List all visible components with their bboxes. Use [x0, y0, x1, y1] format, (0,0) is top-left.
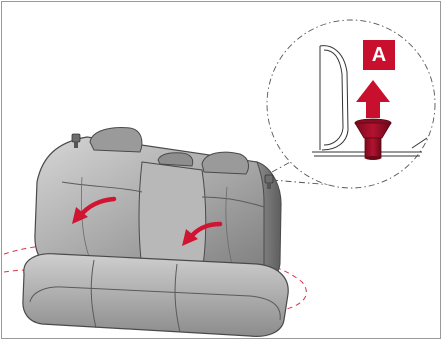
seat-cushion	[23, 254, 288, 337]
callout-label-badge: A	[363, 40, 395, 70]
callout-circle	[267, 20, 435, 188]
headrest-right	[202, 152, 248, 174]
headrest-left	[90, 128, 142, 152]
headrest-center	[158, 153, 193, 166]
diagram-frame: A	[1, 1, 441, 339]
